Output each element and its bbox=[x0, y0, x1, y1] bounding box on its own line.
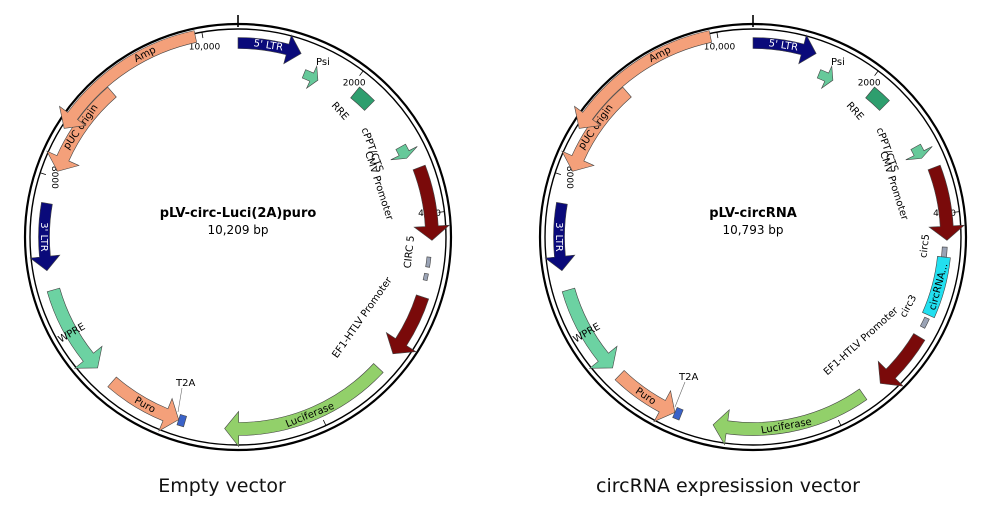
scale-tick bbox=[874, 70, 879, 76]
circ5-site bbox=[941, 246, 948, 258]
t2a-feature bbox=[176, 413, 187, 428]
amp-feature bbox=[574, 30, 712, 129]
scale-tick-label: 8000 bbox=[49, 166, 59, 189]
plasmid-size: 10,793 bp bbox=[722, 223, 783, 237]
scale-tick bbox=[438, 211, 445, 213]
circ5-label: CIRC 5 bbox=[403, 235, 417, 269]
scale-tick bbox=[359, 70, 364, 76]
ef1-promoter-label: EF1-HTLV Promoter bbox=[330, 275, 395, 361]
amp-label: Amp bbox=[132, 45, 157, 65]
scale-tick-label: 2000 bbox=[343, 78, 366, 88]
puc-origin-feature bbox=[561, 86, 632, 172]
plasmid-size: 10,209 bp bbox=[207, 223, 268, 237]
caption-empty-vector: Empty vector bbox=[158, 475, 286, 497]
ltr3-feature bbox=[544, 202, 576, 272]
scale-tick bbox=[838, 419, 842, 426]
plasmid-map-empty-vector: pLV-circ-Luci(2A)puro 10,209 bp 10,000 2000… bbox=[23, 15, 453, 452]
rre-feature bbox=[865, 86, 890, 111]
luciferase-feature bbox=[224, 363, 384, 448]
ltr3-label: 3' LTR bbox=[38, 222, 49, 252]
psi-label: Psi bbox=[316, 57, 330, 68]
cppt-feature bbox=[390, 143, 418, 161]
ltr5-feature bbox=[237, 34, 302, 65]
rre-label: RRE bbox=[329, 100, 351, 122]
ef1-promoter-feature bbox=[385, 294, 430, 355]
ltr5-label: 5' LTR bbox=[768, 38, 799, 53]
scale-tick bbox=[323, 419, 327, 426]
backbone-inner-ring bbox=[544, 28, 962, 446]
ltr3-label: 3' LTR bbox=[553, 222, 564, 252]
t2a-feature bbox=[672, 406, 684, 421]
puc-origin-feature bbox=[46, 86, 117, 172]
cmv-promoter-feature bbox=[412, 164, 451, 241]
label-leader-line bbox=[674, 381, 686, 408]
cmv-promoter-feature bbox=[927, 164, 966, 241]
wpre-feature bbox=[561, 287, 618, 369]
label-leader-line bbox=[177, 387, 183, 413]
circ3-site bbox=[919, 316, 930, 329]
puro-feature bbox=[614, 370, 676, 423]
circ5-site bbox=[425, 256, 432, 268]
amp-feature bbox=[59, 30, 197, 129]
psi-feature bbox=[816, 64, 834, 90]
wpre-feature bbox=[46, 287, 103, 369]
scale-tick bbox=[953, 211, 960, 213]
scale-tick-label: 8000 bbox=[564, 166, 574, 189]
psi-label: Psi bbox=[831, 57, 845, 68]
scale-tick-label: 2000 bbox=[858, 78, 881, 88]
ltr3-feature bbox=[29, 202, 61, 272]
rre-label: RRE bbox=[844, 100, 866, 122]
circ5-site-2 bbox=[422, 272, 429, 281]
rre-feature bbox=[350, 86, 375, 111]
caption-circrna-vector: circRNA expresission vector bbox=[596, 475, 860, 497]
scale-tick bbox=[716, 32, 719, 39]
scale-tick bbox=[40, 172, 47, 175]
cppt-feature bbox=[905, 143, 933, 161]
ltr5-feature bbox=[752, 34, 817, 65]
plasmid-name: pLV-circRNA bbox=[709, 206, 797, 221]
circrna-feature bbox=[922, 256, 951, 319]
luciferase-feature bbox=[712, 388, 868, 446]
psi-feature bbox=[301, 64, 319, 90]
scale-tick bbox=[201, 32, 204, 39]
t2a-label: T2A bbox=[175, 378, 195, 389]
ef1-promoter-feature bbox=[877, 333, 926, 387]
scale-tick bbox=[555, 172, 562, 175]
t2a-label: T2A bbox=[678, 372, 698, 383]
scale-tick-label: 10,000 bbox=[704, 42, 736, 52]
circrna-label: circRNA... bbox=[927, 262, 950, 311]
puro-feature bbox=[107, 376, 180, 432]
ltr5-label: 5' LTR bbox=[253, 38, 284, 53]
circ3-label: circ3 bbox=[898, 293, 919, 319]
amp-label: Amp bbox=[647, 45, 672, 65]
circ5-label: circ5 bbox=[918, 233, 932, 258]
plasmid-name: pLV-circ-Luci(2A)puro bbox=[160, 206, 317, 221]
scale-tick-label: 10,000 bbox=[189, 42, 221, 52]
